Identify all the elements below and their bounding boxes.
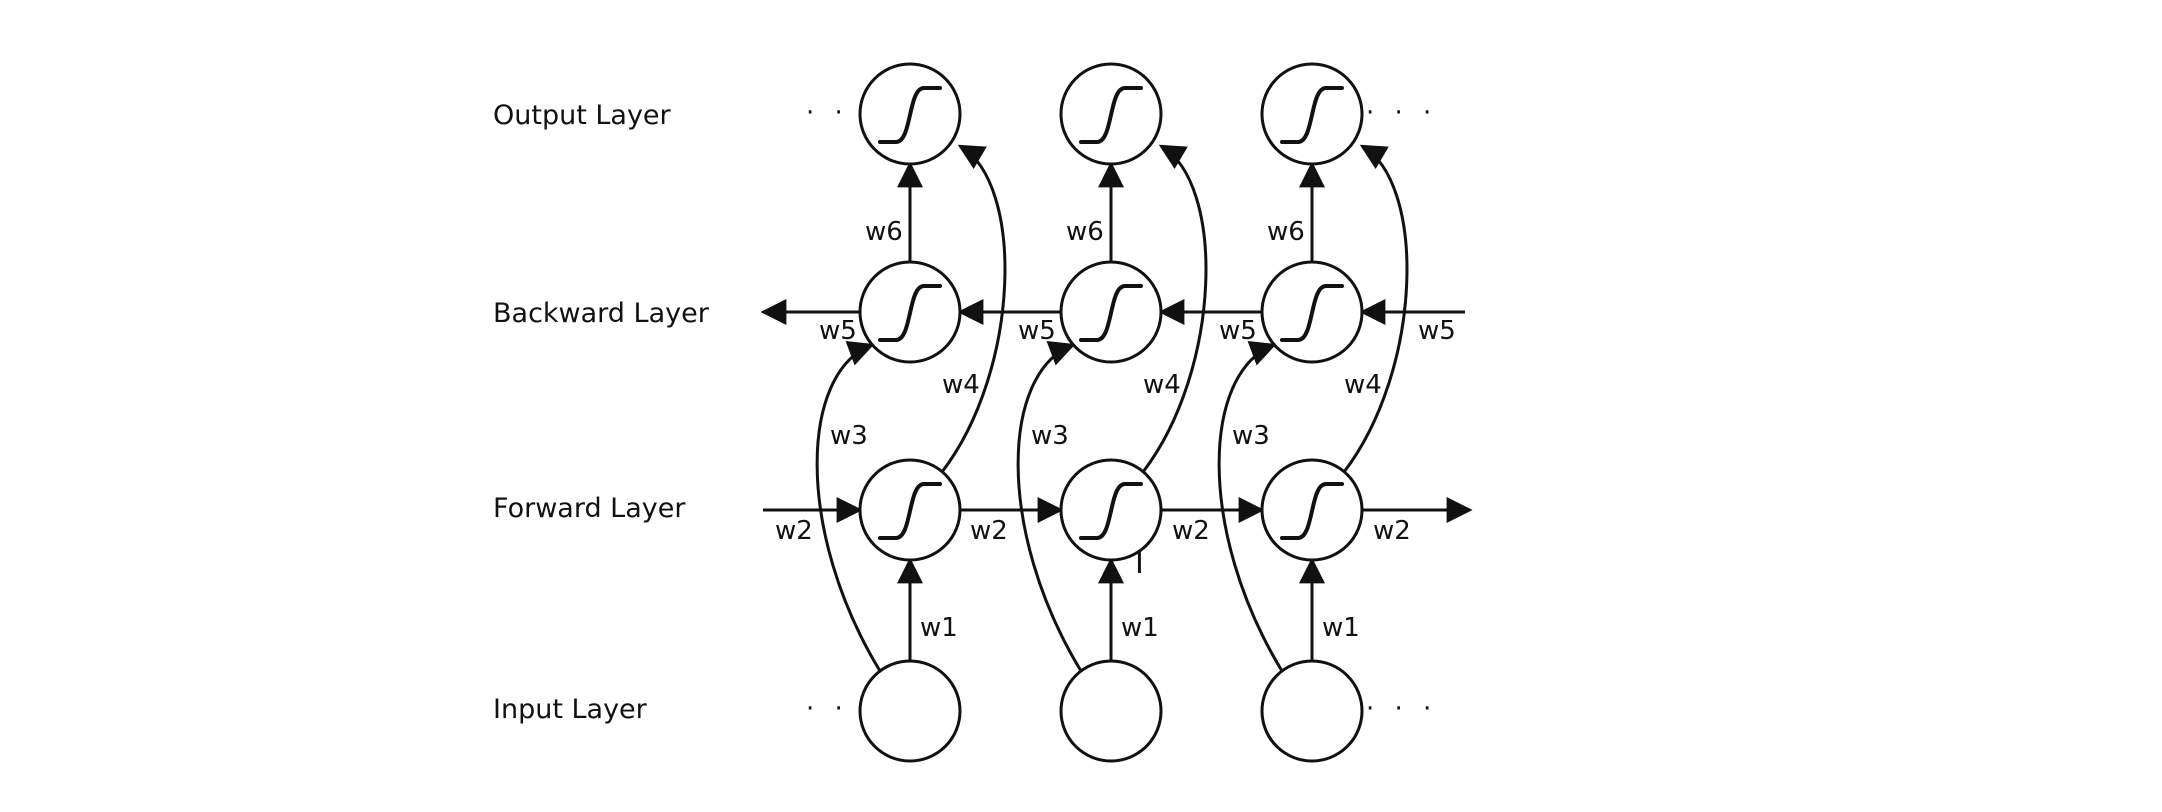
sigmoid-icon: [878, 86, 942, 144]
forward-neuron-2: [1059, 458, 1163, 562]
input-neuron-1: [858, 659, 962, 763]
sigmoid-icon: [1280, 86, 1344, 144]
weight-label-w2-4: w2: [1373, 516, 1411, 546]
weight-label-w3-1: w3: [830, 421, 868, 451]
weight-labels: w1 w6 w3 w4 w1 w6 w3 w4 w1 w6 w3 w4 w2 w2 w2 w2 w5 w5 w5 w5: [775, 217, 1456, 643]
edge-w3-2: [1016, 341, 1083, 672]
weight-label-w6-1: w6: [865, 217, 903, 247]
neuron-circle: [1260, 659, 1364, 763]
weight-label-w5-4: w5: [1418, 316, 1456, 346]
sigmoid-icon: [1079, 482, 1143, 540]
input-layer-label: Input Layer: [493, 694, 648, 725]
output-layer-label: Output Layer: [493, 100, 672, 131]
weight-label-w1-2: w1: [1121, 613, 1159, 643]
neuron-circle: [1059, 659, 1163, 763]
forward-layer-label: Forward Layer: [493, 493, 686, 524]
weight-label-w4-1: w4: [942, 370, 980, 400]
text-cursor-icon: I: [1135, 546, 1144, 581]
weight-label-w6-3: w6: [1267, 217, 1305, 247]
edge-w3-3: [1217, 341, 1284, 672]
output-neuron-2: [1059, 62, 1163, 166]
weight-label-w5-2: w5: [1018, 316, 1056, 346]
weight-label-w5-1: w5: [819, 316, 857, 346]
backward-layer-label: Backward Layer: [493, 298, 710, 329]
output-right-ellipsis: · · ·: [1366, 98, 1437, 128]
sigmoid-icon: [878, 482, 942, 540]
weight-label-w4-2: w4: [1143, 370, 1181, 400]
backward-neuron-2: [1059, 260, 1163, 364]
edge-w3-1: [815, 341, 882, 672]
input-right-ellipsis: · · ·: [1366, 694, 1437, 724]
sigmoid-icon: [1280, 284, 1344, 342]
output-neuron-3: [1260, 62, 1364, 166]
sigmoid-icon: [1079, 86, 1143, 144]
input-neuron-2: [1059, 659, 1163, 763]
connections: [760, 144, 1473, 672]
weight-label-w2-3: w2: [1172, 516, 1210, 546]
edge-w4-1: [940, 144, 1007, 473]
sigmoid-icon: [878, 284, 942, 342]
sigmoid-icon: [1280, 482, 1344, 540]
output-neuron-1: [858, 62, 962, 166]
weight-label-w2-2: w2: [970, 516, 1008, 546]
weight-label-w6-2: w6: [1066, 217, 1104, 247]
weight-label-w2-1: w2: [775, 516, 813, 546]
sigmoid-icon: [1079, 284, 1143, 342]
weight-label-w3-3: w3: [1232, 421, 1270, 451]
backward-neuron-3: [1260, 260, 1364, 364]
backward-neuron-1: [858, 260, 962, 364]
neuron-circle: [858, 659, 962, 763]
edge-w4-2: [1141, 144, 1208, 473]
weight-label-w1-3: w1: [1322, 613, 1360, 643]
forward-neuron-1: [858, 458, 962, 562]
forward-neuron-3: [1260, 458, 1364, 562]
weight-label-w5-3: w5: [1219, 316, 1257, 346]
input-neuron-3: [1260, 659, 1364, 763]
edge-w4-3: [1342, 144, 1409, 473]
neurons: [858, 62, 1364, 763]
weight-label-w3-2: w3: [1031, 421, 1069, 451]
weight-label-w1-1: w1: [920, 613, 958, 643]
weight-label-w4-3: w4: [1344, 370, 1382, 400]
